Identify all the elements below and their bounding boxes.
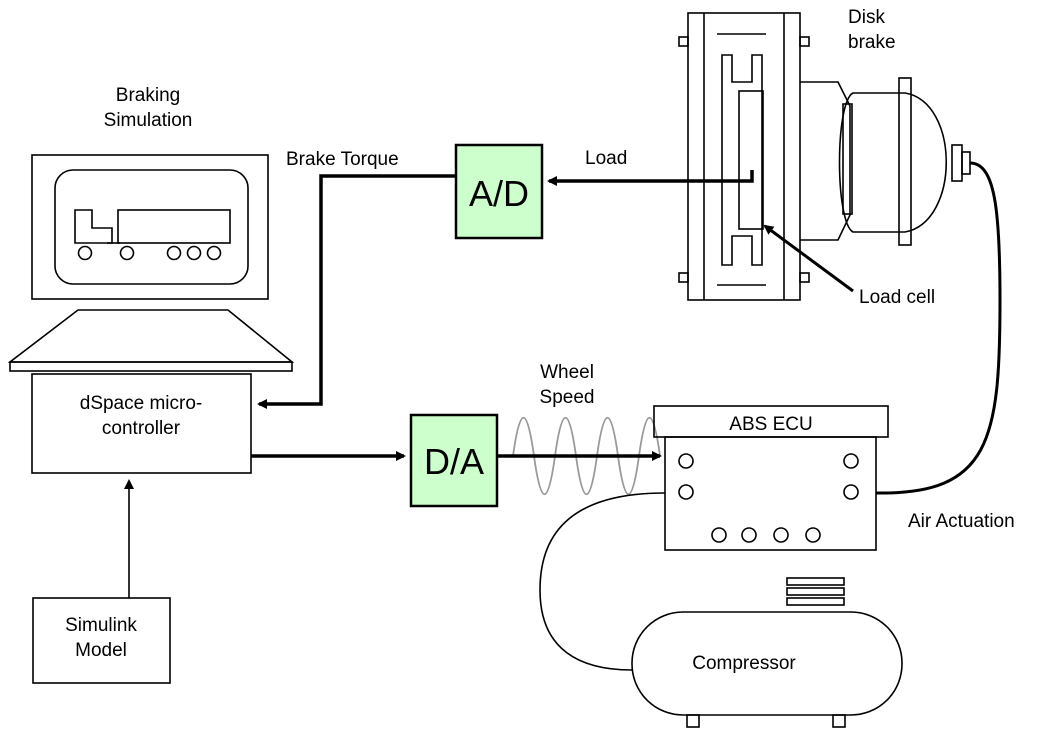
dspace-label-2: controller xyxy=(102,418,181,439)
ecu-port xyxy=(773,527,789,543)
wheel-speed-label-2: Speed xyxy=(540,387,595,408)
air-actuation-label: Air Actuation xyxy=(908,511,1015,532)
monitor-frame xyxy=(31,154,269,300)
da-converter-label: D/A xyxy=(424,441,484,482)
brake-disc xyxy=(721,54,763,266)
air-actuation-line xyxy=(875,161,1002,495)
simulink-box xyxy=(32,597,171,684)
disk-brake-label-2: brake xyxy=(848,32,896,53)
load-label: Load xyxy=(585,148,627,169)
keyboard-base xyxy=(7,309,295,363)
truck-icon xyxy=(74,209,231,261)
simulink-model: Simulink Model xyxy=(32,597,171,684)
ecu-port xyxy=(678,453,694,469)
load-cell-body xyxy=(738,90,764,230)
ecu-port xyxy=(843,453,859,469)
compressor-hose xyxy=(539,492,666,671)
simulink-label-2: Model xyxy=(75,640,127,661)
keyboard-front xyxy=(9,361,293,372)
ecu-port xyxy=(741,527,757,543)
ecu-port xyxy=(843,484,859,500)
brake-chamber xyxy=(838,92,948,233)
monitor-screen xyxy=(54,169,249,285)
disk-brake-label-1: Disk xyxy=(848,7,885,28)
abs-ecu: ABS ECU xyxy=(653,405,889,551)
simulink-label-1: Simulink xyxy=(65,615,137,636)
abs-ecu-label: ABS ECU xyxy=(729,414,812,435)
disk-brake xyxy=(678,12,971,301)
ecu-port xyxy=(678,484,694,500)
compressor-label: Compressor xyxy=(692,653,796,674)
wheel-speed-label-1: Wheel xyxy=(540,362,594,383)
dspace-controller: dSpace micro- controller xyxy=(31,373,252,474)
brake-housing xyxy=(800,81,851,241)
load-arrow xyxy=(547,170,754,186)
compressor xyxy=(631,577,903,728)
dspace-box xyxy=(31,373,252,474)
brake-torque-label: Brake Torque xyxy=(286,149,399,170)
simulation-computer: Braking Simulation xyxy=(7,85,295,372)
ecu-port xyxy=(805,527,821,543)
braking-simulation-label-2: Simulation xyxy=(104,110,193,131)
dspace-label-1: dSpace micro- xyxy=(80,393,203,414)
compressor-tank xyxy=(631,611,903,716)
load-cell-label: Load cell xyxy=(859,287,935,308)
da-converter-box xyxy=(409,413,499,508)
load-cell-arrow xyxy=(763,224,854,293)
ecu-port xyxy=(711,527,727,543)
ad-converter-box xyxy=(454,143,544,240)
ad-converter-label: A/D xyxy=(469,173,529,214)
caliper-frame xyxy=(687,12,801,301)
braking-simulation-label-1: Braking xyxy=(116,85,180,106)
brake-torque-arrow xyxy=(257,174,456,409)
wheel-speed-wave xyxy=(512,417,661,495)
